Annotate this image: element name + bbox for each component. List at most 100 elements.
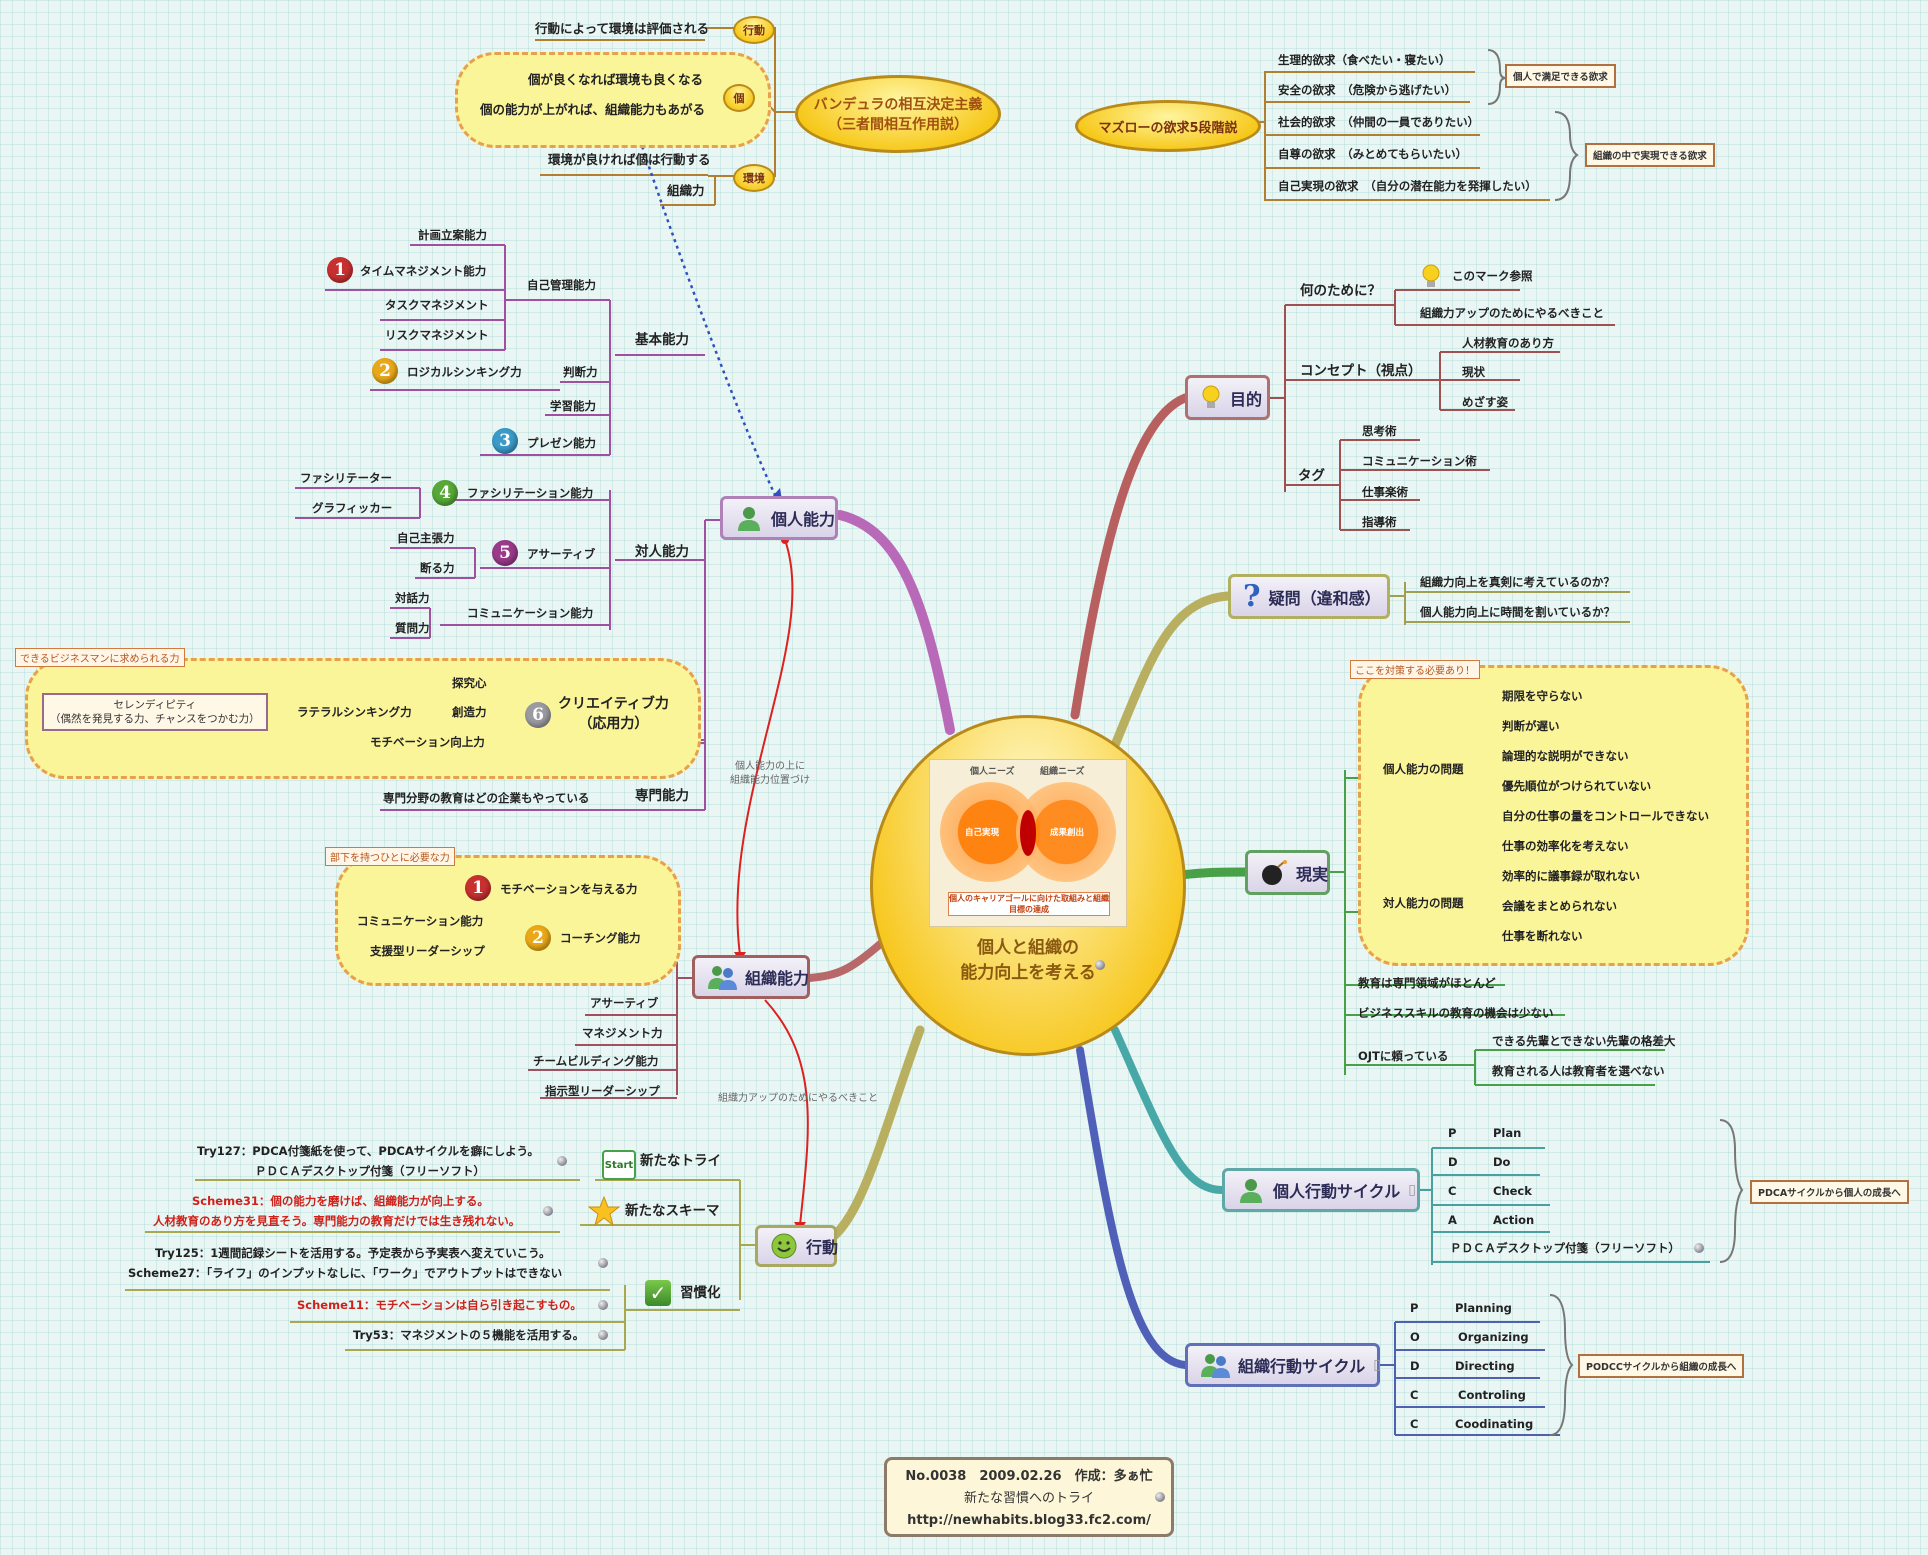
koudou-scheme-text-2: 人材教育のあり方を見直そう。専門能力の教育だけでは生き残れない。 [153, 1214, 521, 1228]
pcycle-soft: ＰＤＣＡデスクトップ付箋（フリーソフト） [1450, 1241, 1680, 1255]
koudou-habit-text-1: Try125：1週間記録シートを活用する。予定表から予実表へ変えていこう。 [155, 1246, 551, 1260]
ocycle-r5-key: C [1410, 1417, 1419, 1431]
number-2-icon: 2 [372, 358, 398, 384]
genjitsu-title: 現実 [1296, 864, 1329, 884]
mokuteki-nanno: 何のために？ [1300, 283, 1381, 299]
kojin-senmon: 専門能力 [635, 788, 689, 804]
bandura-env-node[interactable]: 環境 [733, 164, 775, 192]
ocycle-r4-key: C [1410, 1388, 1419, 1402]
kojin-creative-1: クリエイティブ力 [558, 696, 669, 712]
ocycle-topic[interactable]: 組織行動サイクル ▯ [1185, 1343, 1381, 1387]
genjitsu-t3: 仕事を断れない [1502, 929, 1583, 943]
maslow-topic[interactable]: マズローの欲求5段階説 [1075, 100, 1261, 152]
link-icon-habit-1[interactable] [598, 1258, 608, 1268]
pcycle-r1-val: Plan [1493, 1126, 1522, 1140]
kojin-shitsumon: 質問力 [395, 621, 430, 635]
link-icon-footer[interactable] [1155, 1492, 1165, 1502]
link-icon-habit-4[interactable] [598, 1330, 608, 1340]
link-icon[interactable] [1095, 960, 1105, 970]
pcycle-note: PDCAサイクルから個人の成長へ [1750, 1180, 1909, 1204]
soshiki-coaching: コーチング能力 [560, 931, 641, 945]
kojin-facil: ファシリテーション能力 [467, 486, 594, 500]
link-icon-scheme[interactable] [543, 1206, 553, 1216]
mokuteki-c2: 現状 [1462, 365, 1485, 379]
gimon-title: 疑問（違和感） [1268, 588, 1381, 608]
edge-label-kojin-soshiki: 個人能力の上に 組織能力位置づけ [730, 760, 810, 788]
koudou-topic[interactable]: 行動 [755, 1225, 838, 1267]
kojin-title: 個人能力 [771, 510, 836, 529]
kojin-gakushu: 学習能力 [550, 399, 596, 413]
soshiki-shiji: 指示型リーダーシップ [545, 1084, 660, 1098]
branch-genjitsu [1175, 867, 1250, 880]
bandura-individual-node[interactable]: 個 [723, 84, 755, 112]
soshiki-title: 組織能力 [745, 969, 810, 988]
branch-pcycle [1111, 1026, 1226, 1194]
bandura-individual-text-2: 個の能力が上がれば、組織能力もあがる [480, 102, 706, 117]
mokuteki-t3: 仕事楽術 [1362, 485, 1408, 499]
kojin-present: プレゼン能力 [527, 436, 596, 450]
maslow-note-organization: 組織の中で実現できる欲求 [1585, 143, 1715, 167]
bandura-topic[interactable]: バンデュラの相互決定主義 （三者間相互作用説） [795, 75, 1001, 153]
genjitsu-k1: 期限を守らない [1502, 689, 1583, 703]
kojin-serendipity-note: セレンディピティ （偶然を発見する力、チャンスをつかむ力） [42, 693, 268, 731]
genjitsu-t2: 会議をまとめられない [1502, 899, 1617, 913]
genjitsu-k3: 論理的な説明ができない [1502, 749, 1629, 763]
kojin-tankyu: 探究心 [452, 676, 487, 690]
gimon-topic[interactable]: ? 疑問（違和感） [1228, 574, 1390, 619]
ocycle-r3-key: D [1410, 1359, 1420, 1373]
ocycle-r5-val: Coodinating [1455, 1417, 1534, 1431]
koudou-habit: 習慣化 [680, 1285, 721, 1301]
branch-gimon [1110, 591, 1233, 750]
footer-line-1: No.0038 2009.02.26 作成：多ぁ忙 [905, 1469, 1153, 1484]
image-label-left: 個人ニーズ [970, 766, 1015, 777]
number-5-icon: 5 [492, 540, 518, 566]
koudou-habit-text-2: Scheme27：「ライフ」のインプットなしに、「ワーク」でアウトプットはできな… [128, 1266, 563, 1280]
footer-box: No.0038 2009.02.26 作成：多ぁ忙 新たな習慣へのトライ htt… [884, 1457, 1174, 1537]
serendipity-title: セレンディピティ [113, 699, 197, 711]
pcycle-topic[interactable]: 個人行動サイクル ▯ [1222, 1168, 1420, 1212]
genjitsu-o2: 教育される人は教育者を選べない [1492, 1064, 1665, 1078]
link-icon-habit-3[interactable] [598, 1300, 608, 1310]
edge-label-kojin-soshiki-1: 個人能力の上に [735, 761, 805, 772]
link-icon-pcycle[interactable] [1694, 1243, 1704, 1253]
image-label-right: 組織ニーズ [1040, 766, 1085, 777]
serendipity-desc: （偶然を発見する力、チャンスをつかむ力） [50, 713, 260, 725]
note-icon-ocycle: ▯ [1373, 1357, 1381, 1373]
maslow-note-individual: 個人で満足できる欲求 [1505, 64, 1616, 88]
genjitsu-topic[interactable]: 現実 [1245, 850, 1330, 895]
ocycle-r2-val: Organizing [1458, 1330, 1529, 1344]
person-icon-pcycle [1237, 1176, 1265, 1204]
kojin-creative: クリエイティブ力 （応用力） [558, 694, 669, 734]
bandura-action-node[interactable]: 行動 [733, 16, 775, 44]
genjitsu-k4: 優先順位がつけられていない [1502, 779, 1652, 793]
lightbulb-icon [1200, 384, 1222, 412]
central-topic[interactable]: 個人ニーズ 組織ニーズ 自己実現 成果創出 個人のキャリアゴールに向けた取組みと… [870, 715, 1186, 1056]
soshiki-assert: アサーティブ [590, 996, 659, 1010]
kojin-taiwa: 対話力 [395, 591, 430, 605]
cloud-soshiki [335, 855, 681, 986]
number-6-icon: 6 [525, 702, 551, 728]
genjitsu-kojin: 個人能力の問題 [1383, 762, 1464, 776]
kojin-facilitator: ファシリテーター [300, 471, 392, 485]
bandura-env-label: 環境 [743, 172, 765, 185]
kojin-assert: アサーティブ [527, 547, 596, 561]
soshiki-tag: 部下を持つひとに必要な力 [325, 847, 455, 866]
check-icon: ✓ [645, 1280, 671, 1306]
kojin-topic[interactable]: 個人能力 [720, 496, 838, 540]
soshiki-topic[interactable]: 組織能力 [692, 955, 810, 999]
kojin-keikaku: 計画立案能力 [418, 228, 487, 242]
branch-ocycle [1076, 1046, 1189, 1369]
cloud-bandura-individual [455, 52, 771, 148]
group-icon-ocycle [1200, 1351, 1230, 1379]
maslow-item-2: 安全の欲求 （危険から逃げたい） [1278, 83, 1457, 97]
question-icon: ? [1243, 579, 1261, 614]
pcycle-r3-val: Check [1493, 1184, 1532, 1198]
footer-url[interactable]: http://newhabits.blog33.fc2.com/ [907, 1513, 1151, 1528]
venn-overlap [1020, 809, 1036, 856]
pcycle-r1-key: P [1448, 1126, 1457, 1140]
mokuteki-c3: めざす姿 [1462, 395, 1508, 409]
mokuteki-topic[interactable]: 目的 [1185, 375, 1270, 420]
genjitsu-k5: 自分の仕事の量をコントロールできない [1502, 809, 1709, 823]
kojin-kotowaru: 断る力 [420, 561, 455, 575]
link-icon-try[interactable] [557, 1156, 567, 1166]
